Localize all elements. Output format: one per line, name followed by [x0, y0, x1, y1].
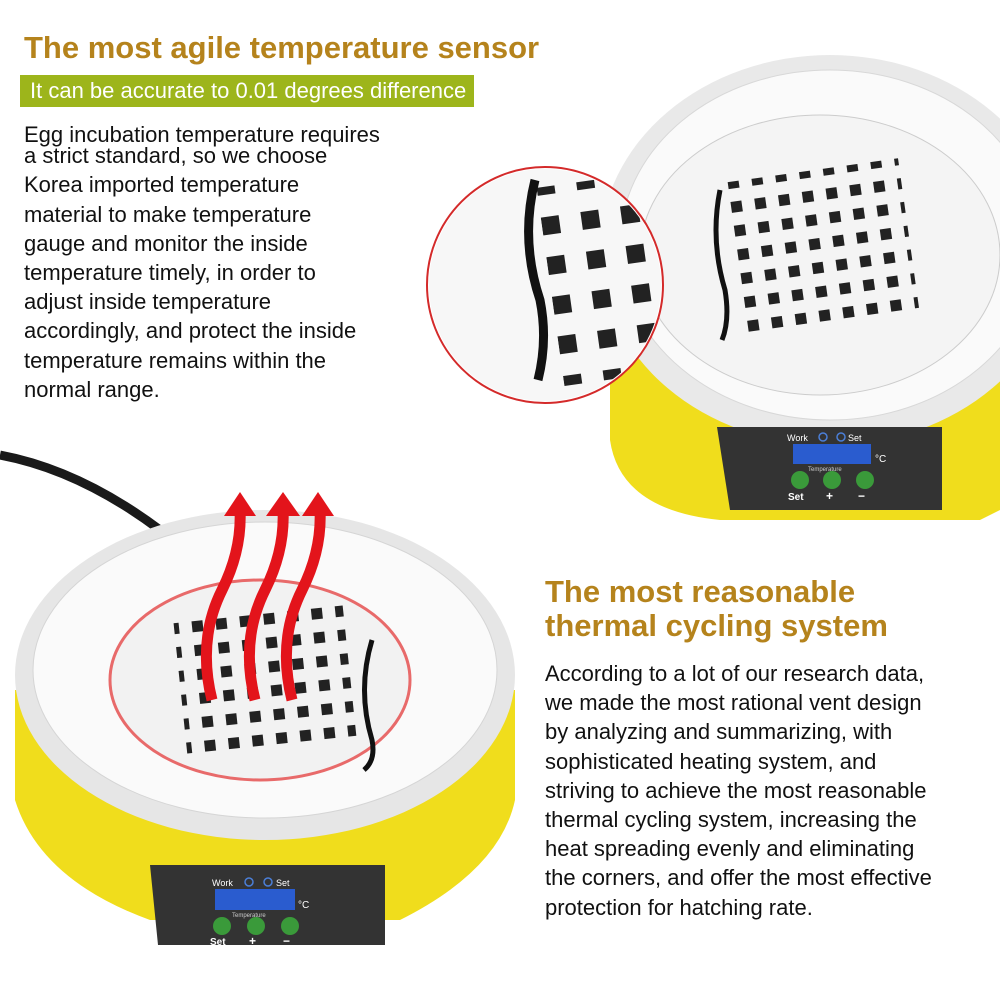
body-line: temperature timely, in order to	[24, 260, 316, 286]
work-label: Work	[787, 433, 808, 443]
body-line: sophisticated heating system, and	[545, 748, 877, 774]
title-line: The most reasonable	[545, 574, 856, 609]
svg-text:°C: °C	[875, 454, 886, 465]
power-cord	[0, 450, 163, 534]
heat-arrows	[200, 509, 326, 702]
section2-title: The most reasonable thermal cycling syst…	[545, 575, 888, 643]
section2-body: According to a lot of our research data,…	[545, 659, 932, 922]
svg-text:°C: °C	[298, 900, 309, 911]
body-line: thermal cycling system, increasing the	[545, 807, 917, 833]
body-line: temperature remains within the	[24, 347, 327, 373]
body-line: material to make temperature	[24, 201, 312, 227]
control-panel-details: Work Set °C Temperature Set + −	[210, 877, 309, 948]
body-line: a strict standard, so we choose	[24, 143, 328, 169]
body-line: Korea imported temperature	[24, 172, 300, 198]
svg-text:Temperature: Temperature	[808, 467, 842, 473]
control-panel-details: Work Set °C Temperature Set + −	[787, 432, 886, 503]
body-line: gauge and monitor the inside	[24, 230, 308, 256]
incubator-bottom-image: Work Set °C Temperature Set + −	[0, 450, 515, 948]
body-line: normal range.	[24, 376, 160, 402]
incubator-top-image: Work Set °C Temperature Set + −	[426, 55, 1000, 520]
svg-text:−: −	[283, 934, 290, 948]
svg-text:Set: Set	[848, 433, 862, 443]
body-line: heat spreading evenly and eliminating	[545, 836, 915, 862]
svg-text:Temperature: Temperature	[232, 913, 266, 919]
body-line: Egg incubation temperature requires	[24, 122, 380, 147]
svg-text:Set: Set	[788, 492, 804, 503]
body-line: we made the most rational vent design	[545, 690, 922, 716]
section1-title: The most agile temperature sensor	[24, 30, 540, 65]
body-line: According to a lot of our research data,	[545, 661, 925, 686]
svg-text:Set: Set	[210, 937, 226, 948]
svg-text:+: +	[826, 489, 833, 503]
section1-body: Egg incubation temperature requires a st…	[24, 120, 380, 404]
svg-text:Work: Work	[212, 878, 233, 888]
control-panel	[717, 427, 942, 510]
body-line: by analyzing and summarizing, with	[545, 719, 893, 745]
body-line: striving to achieve the most reasonable	[545, 777, 927, 803]
body-line: protection for hatching rate.	[545, 894, 813, 920]
body-line: the corners, and offer the most effectiv…	[545, 865, 932, 891]
body-line: accordingly, and protect the inside	[24, 318, 357, 344]
svg-text:+: +	[249, 934, 256, 948]
section1-tagline: It can be accurate to 0.01 degrees diffe…	[20, 75, 475, 107]
body-line: adjust inside temperature	[24, 289, 272, 315]
title-line: thermal cycling system	[545, 608, 888, 643]
svg-text:Set: Set	[276, 878, 290, 888]
svg-text:−: −	[858, 489, 865, 503]
